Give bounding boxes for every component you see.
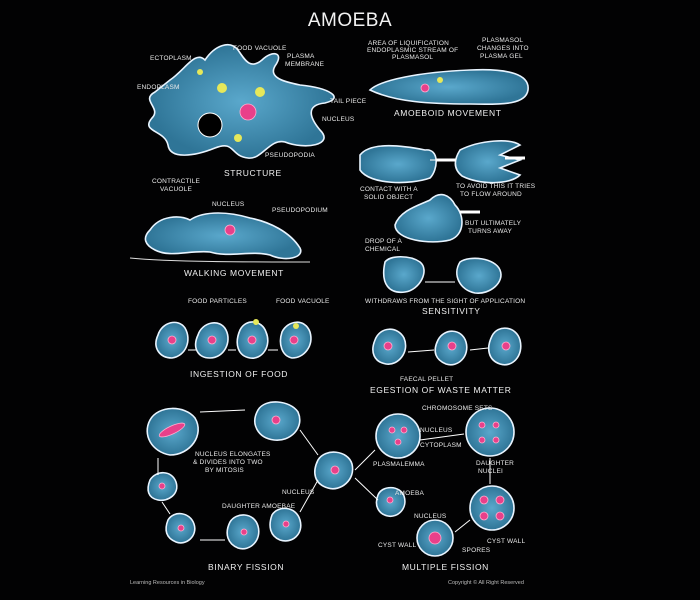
label-avoid-2: TO FLOW AROUND xyxy=(460,191,522,198)
label-turns-1: BUT ULTIMATELY xyxy=(465,220,522,227)
label-cyst-wall: CYST WALL xyxy=(378,542,417,549)
cyst-3 xyxy=(469,485,515,531)
label-contractile-1: CONTRACTILE xyxy=(152,178,201,185)
label-food-particles: FOOD PARTICLES xyxy=(188,298,247,305)
amoeba-flow-around xyxy=(454,140,523,184)
label-elongates-3: BY MITOSIS xyxy=(205,467,244,474)
label-plasmasol-3: PLASMA GEL xyxy=(480,53,523,60)
solid-object-bars xyxy=(436,156,525,214)
amoeba-contact xyxy=(359,144,437,184)
food-vacuoles xyxy=(197,69,443,329)
amoeba-chemical-1 xyxy=(383,255,425,294)
label-daughter-1: DAUGHTER xyxy=(476,460,515,467)
amoeba-turns-away xyxy=(394,193,463,243)
label-pseudopodium: PSEUDOPODIUM xyxy=(272,207,328,214)
amoeba-structure xyxy=(148,44,335,159)
label-plasma-membrane-1: PLASMA xyxy=(287,53,315,60)
label-endoplasm: ENDOPLASM xyxy=(137,84,180,91)
label-contact-1: CONTACT WITH A xyxy=(360,186,418,193)
label-faecal-pellet: FAECAL PELLET xyxy=(400,376,454,383)
contractile-vacuole xyxy=(197,112,223,138)
footer-copyright: Copyright © All Right Reserved xyxy=(448,580,524,586)
label-food-vacuole: FOOD VACUOLE xyxy=(233,45,287,52)
label-spores: SPORES xyxy=(462,547,491,554)
heading-amoeboid-movement: AMOEBOID MOVEMENT xyxy=(394,108,502,118)
label-nucleus-2: NUCLEUS xyxy=(414,513,447,520)
label-elongates-1: NUCLEUS ELONGATES xyxy=(195,451,271,458)
label-plasmasol-2: CHANGES INTO xyxy=(477,45,529,52)
label-chromosome-sets: CHROMOSOME SETS xyxy=(422,405,493,412)
arrows xyxy=(157,159,491,541)
label-contact-2: SOLID OBJECT xyxy=(364,194,414,201)
label-cytoplasm: CYTOPLASM xyxy=(420,442,462,449)
label-plasmalemma: PLASMALEMMA xyxy=(373,461,425,468)
label-walking-nucleus: NUCLEUS xyxy=(212,201,245,208)
heading-multiple-fission: MULTIPLE FISSION xyxy=(402,562,489,572)
label-contractile-2: VACUOLE xyxy=(160,186,192,193)
heading-egestion: EGESTION OF WASTE MATTER xyxy=(370,385,512,395)
label-binary-nucleus: NUCLEUS xyxy=(282,489,315,496)
label-pseudopodia: PSEUDOPODIA xyxy=(265,152,315,159)
nuclei xyxy=(158,83,511,545)
heading-sensitivity: SENSITIVITY xyxy=(422,306,481,316)
label-area-2: ENDOPLASMIC STREAM OF xyxy=(367,47,459,54)
label-daughter-amoebae: DAUGHTER AMOEBAE xyxy=(222,503,296,510)
label-daughter-2: NUCLEI xyxy=(478,468,504,475)
amoeba-chemical-2 xyxy=(456,257,502,294)
label-plasmasol-1: PLASMASOL xyxy=(482,37,524,44)
label-cyst-wall-2: CYST WALL xyxy=(487,538,526,545)
heading-ingestion: INGESTION OF FOOD xyxy=(190,369,289,379)
footer-left: Learning Resources in Biology xyxy=(130,580,205,586)
label-area-1: AREA OF LIQUIFICATION xyxy=(368,40,450,47)
label-drop-2: CHEMICAL xyxy=(365,246,401,253)
label-multiple-nucleus: NUCLEUS xyxy=(420,427,453,434)
label-withdraws: WITHDRAWS FROM THE SIGHT OF APPLICATION xyxy=(365,298,526,305)
label-drop-1: DROP OF A xyxy=(365,238,403,245)
cyst-2 xyxy=(465,407,515,457)
label-elongates-2: & DIVIDES INTO TWO xyxy=(193,459,263,466)
label-avoid-1: TO AVOID THIS IT TRIES xyxy=(456,183,536,190)
label-amoeba: AMOEBA xyxy=(395,490,425,497)
label-tail-piece: TAIL PIECE xyxy=(330,98,367,105)
label-turns-2: TURNS AWAY xyxy=(468,228,513,235)
heading-walking-movement: WALKING MOVEMENT xyxy=(184,268,284,278)
page-title: AMOEBA xyxy=(307,10,393,31)
label-ingestion-food-vacuole: FOOD VACUOLE xyxy=(276,298,330,305)
label-plasma-membrane-2: MEMBRANE xyxy=(285,61,325,68)
label-ectoplasm: ECTOPLASM xyxy=(150,55,192,62)
heading-binary-fission: BINARY FISSION xyxy=(208,562,285,572)
ground-line xyxy=(129,257,311,263)
amoeba-moving xyxy=(368,68,529,106)
amoeba-walking xyxy=(144,212,302,260)
label-nucleus: NUCLEUS xyxy=(322,116,355,123)
label-area-3: PLASMASOL xyxy=(392,54,434,61)
cyst-1 xyxy=(375,413,421,459)
heading-structure: STRUCTURE xyxy=(224,168,282,178)
